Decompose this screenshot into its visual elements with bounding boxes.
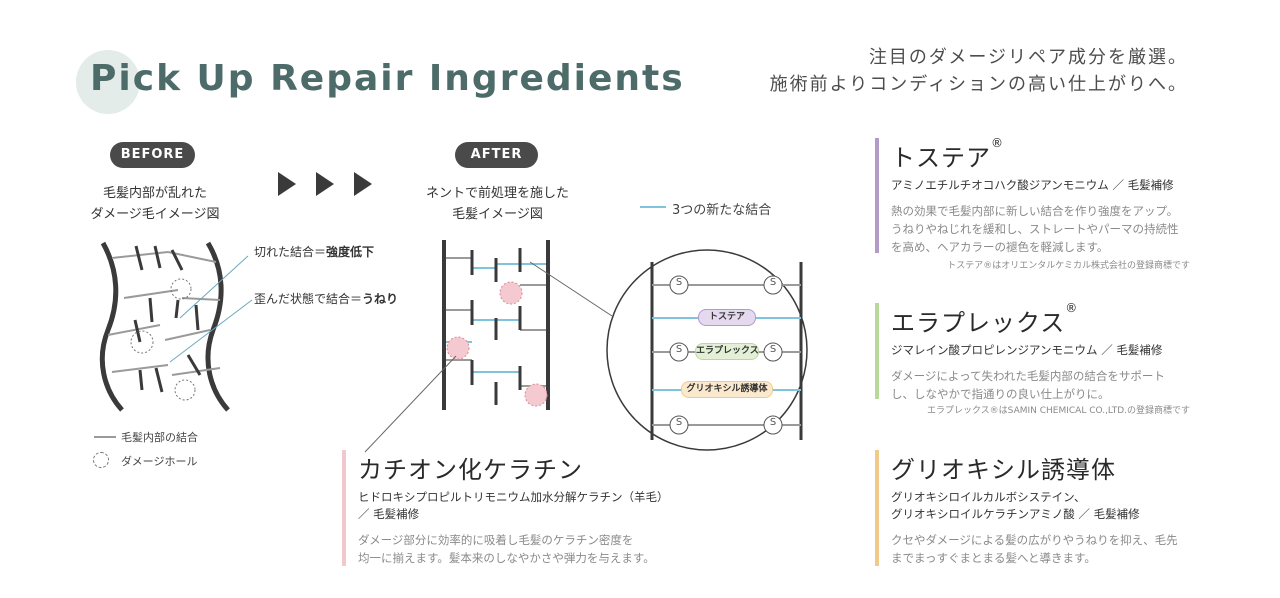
card-tosteare-desc-line-3: を高め、ヘアカラーの褪色を軽減します。 (891, 240, 1109, 254)
new-bond-legend: 3つの新たな結合 (672, 203, 772, 218)
card-keratin-name: カチオン化ケラチン (358, 456, 583, 484)
before-caption-line-1: 毛髪内部が乱れた (102, 186, 207, 201)
before-label: BEFORE (110, 142, 195, 168)
card-glyoxyl-sub: グリオキシロイルカルボシステイン、 グリオキシロイルケラチンアミノ酸 ／ 毛髪補… (891, 489, 1215, 523)
arrows-icon (278, 172, 372, 196)
before-caption: 毛髪内部が乱れた ダメージ毛イメージ図 (60, 183, 250, 225)
card-elaplex-desc-line-2: し、しなやかで指通りの良い仕上がりに。 (891, 387, 1110, 401)
card-tosteare-sub: アミノエチルチオコハク酸ジアンモニウム ／ 毛髪補修 (891, 178, 1174, 192)
card-tosteare-name-text: トステア (891, 144, 991, 172)
card-keratin-sub-line-1: ヒドロキシプロピルトリモニウム加水分解ケラチン（羊毛） (358, 490, 669, 504)
sulfur-label: S (769, 417, 777, 428)
callout-broken-bond-text: 切れた結合＝ (254, 245, 327, 259)
before-caption-line-2: ダメージ毛イメージ図 (90, 207, 220, 222)
legend-internal-bond-line (94, 436, 116, 438)
card-keratin-desc: ダメージ部分に効率的に吸着し毛髪のケラチン密度を 均一に揃えます。髪本来のしなや… (358, 531, 702, 567)
card-keratin-desc-line-2: 均一に揃えます。髪本来のしなやかさや弾力を与えます。 (358, 551, 655, 565)
after-caption-line-1: ネントで前処理を施した (425, 186, 569, 201)
card-glyoxyl: グリオキシル誘導体 グリオキシロイルカルボシステイン、 グリオキシロイルケラチン… (875, 450, 1215, 566)
sulfur-label: S (769, 344, 777, 355)
card-elaplex-name-text: エラプレックス (891, 309, 1066, 337)
card-elaplex-note: エラプレックス®はSAMIN CHEMICAL CO.,LTD.の登録商標です (926, 406, 1190, 416)
card-cationic-keratin: カチオン化ケラチン ヒドロキシプロピルトリモニウム加水分解ケラチン（羊毛） ／ … (342, 450, 702, 566)
after-label: AFTER (455, 142, 538, 168)
card-elaplex-sub: ジマレイン酸プロピレンジアンモニウム ／ 毛髪補修 (891, 343, 1163, 357)
after-hair-illustration (442, 240, 550, 410)
legend-damage-hole: ダメージホール (121, 455, 198, 468)
callout-distorted-bond: 歪んだ状態で結合＝うねり (254, 290, 398, 307)
tagline-line-1: 注目のダメージリペア成分を厳選。 (868, 47, 1188, 68)
tosteare-tag: トステア (698, 309, 756, 326)
card-tosteare-desc-line-1: 熱の効果で毛髪内部に新しい結合を作り強度をアップ。 (891, 204, 1179, 218)
callout-broken-bond: 切れた結合＝強度低下 (254, 243, 374, 260)
tagline-line-2: 施術前よりコンディションの高い仕上がりへ。 (769, 74, 1188, 95)
legend-damage-hole-icon (93, 452, 109, 468)
card-elaplex-desc: ダメージによって失われた毛髪内部の結合をサポート し、しなやかで指通りの良い仕上… (891, 367, 1215, 403)
card-tosteare-name: トステア® (891, 136, 1215, 173)
card-elaplex: エラプレックス® ジマレイン酸プロピレンジアンモニウム ／ 毛髪補修 ダメージに… (875, 301, 1215, 401)
card-glyoxyl-desc: クセやダメージによる髪の広がりやうねりを抑え、毛先 までまっすぐまとまる髪へと導… (891, 531, 1215, 567)
card-elaplex-desc-line-1: ダメージによって失われた毛髪内部の結合をサポート (891, 369, 1165, 383)
card-glyoxyl-sub-line-2: グリオキシロイルケラチンアミノ酸 ／ 毛髪補修 (891, 507, 1140, 521)
card-keratin-sub-line-2: ／ 毛髪補修 (358, 507, 420, 521)
card-tosteare-desc-line-2: うねりやねじれを緩和し、ストレートやパーマの持続性 (891, 222, 1179, 236)
sulfur-label: S (675, 344, 683, 355)
card-glyoxyl-desc-line-1: クセやダメージによる髪の広がりやうねりを抑え、毛先 (891, 533, 1178, 547)
card-tosteare: トステア® アミノエチルチオコハク酸ジアンモニウム ／ 毛髪補修 熱の効果で毛髪… (875, 136, 1215, 256)
title-decor-circle (76, 50, 140, 114)
callout-distorted-bond-emphasis: うねり (362, 292, 399, 306)
tagline: 注目のダメージリペア成分を厳選。 施術前よりコンディションの高い仕上がりへ。 (770, 44, 1188, 98)
glyoxyl-tag: グリオキシル誘導体 (681, 381, 773, 398)
card-tosteare-note: トステア®はオリエンタルケミカル株式会社の登録商標です (947, 261, 1190, 271)
after-caption: ネントで前処理を施した 毛髪イメージ図 (400, 183, 595, 225)
card-elaplex-name: エラプレックス® (891, 301, 1215, 338)
legend-internal-bond: 毛髪内部の結合 (121, 431, 198, 444)
page-title: Pick Up Repair Ingredients (90, 58, 685, 99)
before-hair-illustration (99, 241, 230, 412)
card-glyoxyl-name: グリオキシル誘導体 (891, 456, 1116, 484)
registered-mark: ® (991, 136, 1004, 150)
sulfur-label: S (675, 417, 683, 428)
card-glyoxyl-desc-line-2: までまっすぐまとまる髪へと導きます。 (891, 551, 1096, 565)
card-tosteare-desc: 熱の効果で毛髪内部に新しい結合を作り強度をアップ。 うねりやねじれを緩和し、スト… (891, 202, 1215, 256)
card-keratin-desc-line-1: ダメージ部分に効率的に吸着し毛髪のケラチン密度を (358, 533, 634, 547)
callout-broken-bond-emphasis: 強度低下 (326, 245, 375, 259)
sulfur-label: S (769, 277, 777, 288)
elaplex-tag: エラプレックス (695, 343, 759, 360)
card-glyoxyl-sub-line-1: グリオキシロイルカルボシステイン、 (891, 490, 1086, 504)
sulfur-label: S (675, 277, 683, 288)
registered-mark: ® (1065, 301, 1079, 315)
card-keratin-sub: ヒドロキシプロピルトリモニウム加水分解ケラチン（羊毛） ／ 毛髪補修 (358, 489, 702, 523)
after-caption-line-2: 毛髪イメージ図 (452, 207, 543, 222)
new-bond-legend-line (640, 206, 666, 208)
callout-distorted-bond-text: 歪んだ状態で結合＝ (254, 292, 363, 306)
